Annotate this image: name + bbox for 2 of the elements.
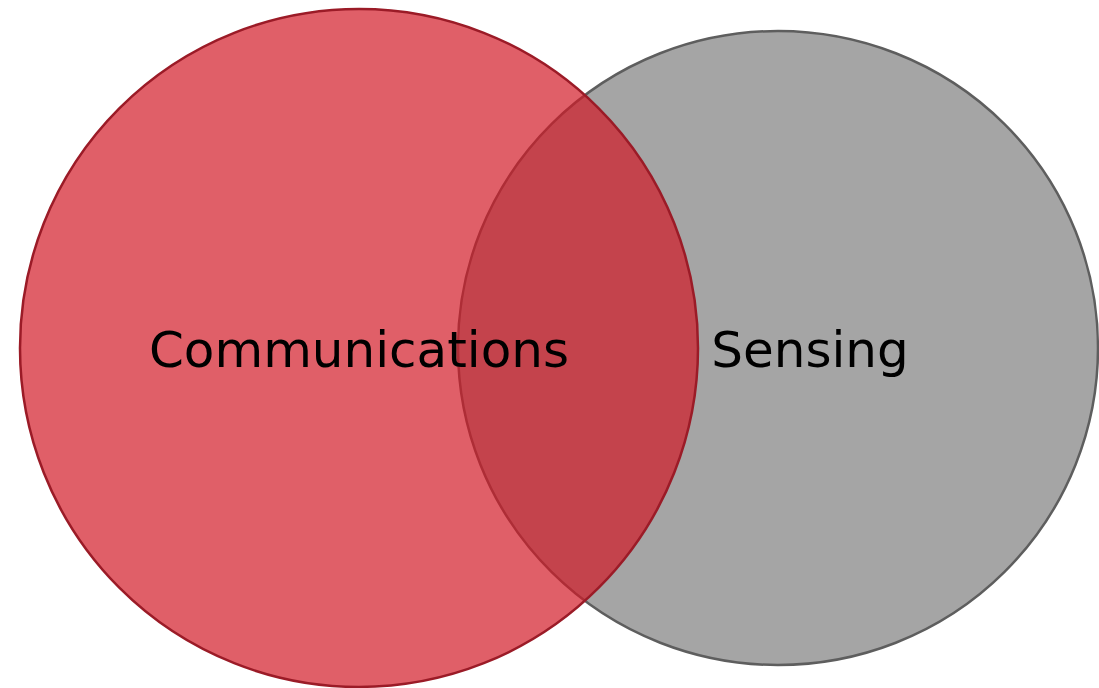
circle-label: Communications xyxy=(148,321,570,379)
circle-label: Sensing xyxy=(711,321,909,379)
